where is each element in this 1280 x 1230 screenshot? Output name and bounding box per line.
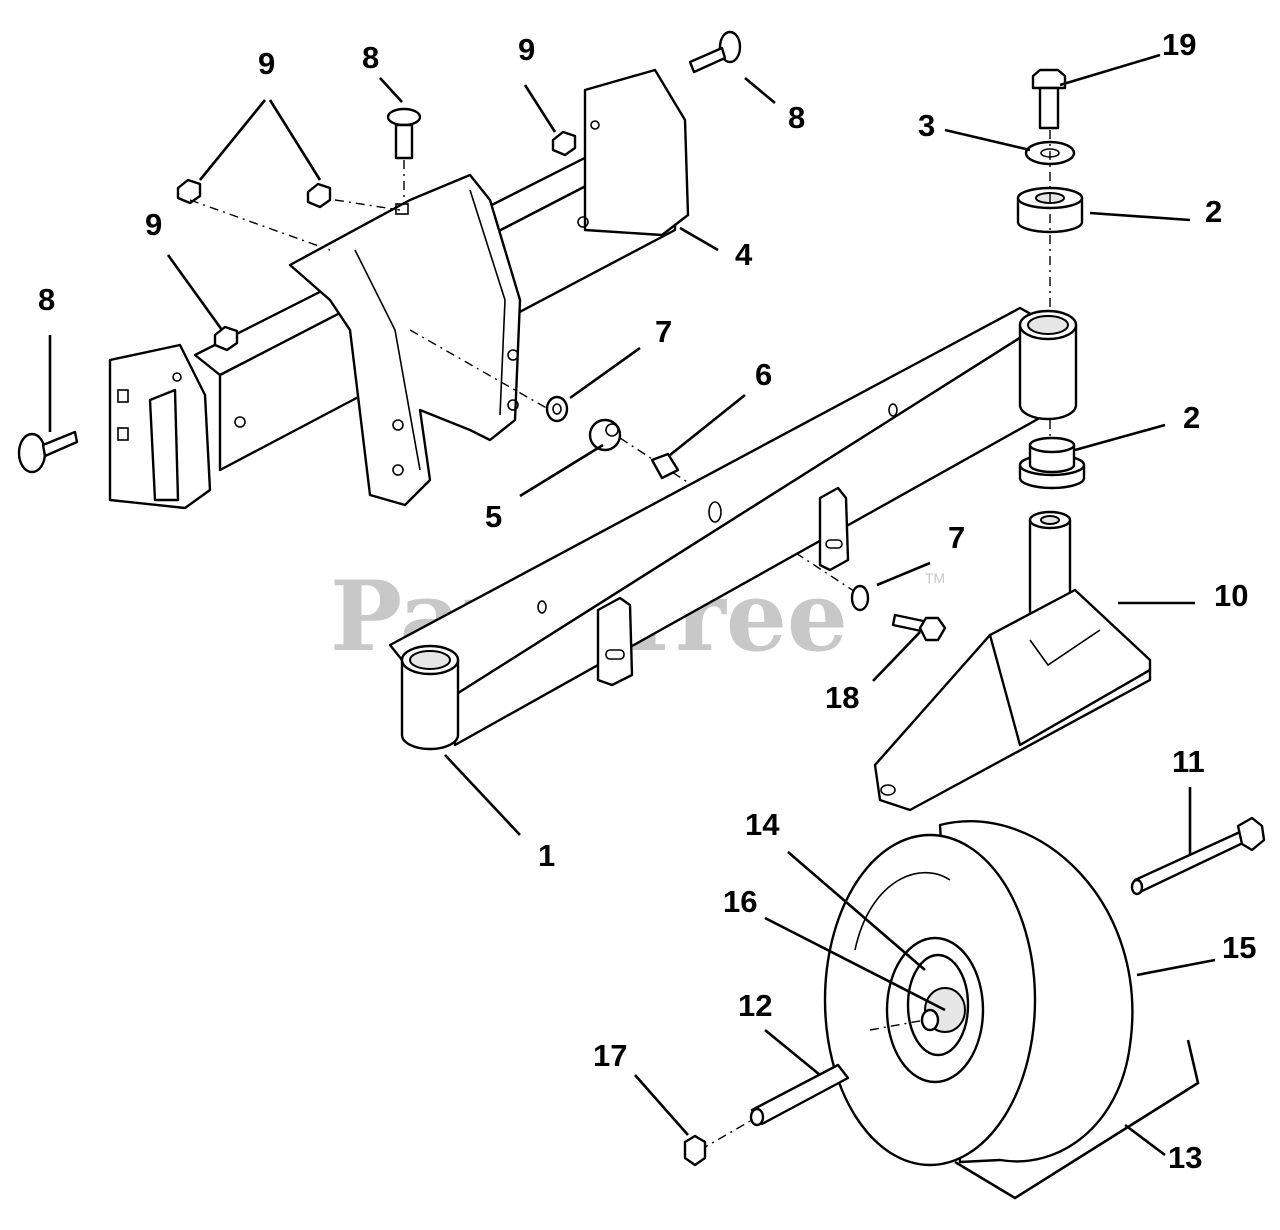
wheel-spacer-tube <box>749 1063 850 1127</box>
spindle <box>873 510 1152 812</box>
callout-labels: 9 8 9 8 19 3 2 9 4 8 7 6 2 5 7 10 18 11 … <box>38 27 1256 1175</box>
callout-3: 3 <box>918 108 935 143</box>
flat-washer-lower <box>850 584 870 612</box>
callout-17: 17 <box>593 1038 627 1073</box>
callout-8-left: 8 <box>38 282 55 317</box>
flange-bushing-lower <box>1018 436 1086 490</box>
hex-nuts <box>176 130 577 352</box>
callout-6: 6 <box>755 357 772 392</box>
callout-1: 1 <box>538 838 555 873</box>
callout-7-upper: 7 <box>655 314 672 349</box>
hex-bolt-pivot <box>891 613 947 642</box>
callout-10: 10 <box>1214 578 1248 613</box>
callout-19: 19 <box>1162 27 1196 62</box>
callout-11: 11 <box>1172 744 1205 779</box>
callout-5: 5 <box>485 499 502 534</box>
callout-8-top: 8 <box>362 40 379 75</box>
carriage-bolt-right <box>688 30 742 74</box>
callout-16: 16 <box>723 884 757 919</box>
callout-9-left: 9 <box>145 207 162 242</box>
callout-9-top-left: 9 <box>258 46 275 81</box>
flat-washer-upper <box>545 395 569 423</box>
callout-9-top-right: 9 <box>518 32 535 67</box>
front-axle <box>388 306 1078 751</box>
axle-nut <box>683 1134 707 1167</box>
front-frame-bracket <box>108 68 690 510</box>
callout-15: 15 <box>1222 930 1256 965</box>
bushing <box>650 452 680 480</box>
callout-18: 18 <box>825 680 859 715</box>
callout-13: 13 <box>1168 1140 1202 1175</box>
wheel-assembly-bracket <box>954 1039 1200 1200</box>
carriage-bolt-top <box>386 107 422 160</box>
watermark-trademark: TM <box>925 570 945 586</box>
callout-14: 14 <box>745 807 780 842</box>
callout-4: 4 <box>735 237 753 272</box>
callout-7-lower: 7 <box>948 520 965 555</box>
hex-bolt-top <box>1031 68 1067 130</box>
carriage-bolt-left <box>17 430 79 474</box>
callout-2-upper: 2 <box>1205 194 1222 229</box>
flange-bushing-upper <box>1016 186 1084 234</box>
spacer <box>588 418 622 452</box>
callout-12: 12 <box>738 988 772 1023</box>
wheel-assembly <box>823 820 1134 1167</box>
axle-bolt <box>1130 816 1266 896</box>
callout-8-right: 8 <box>788 100 805 135</box>
callout-2-lower: 2 <box>1183 400 1200 435</box>
leader-lines <box>48 53 1216 1157</box>
